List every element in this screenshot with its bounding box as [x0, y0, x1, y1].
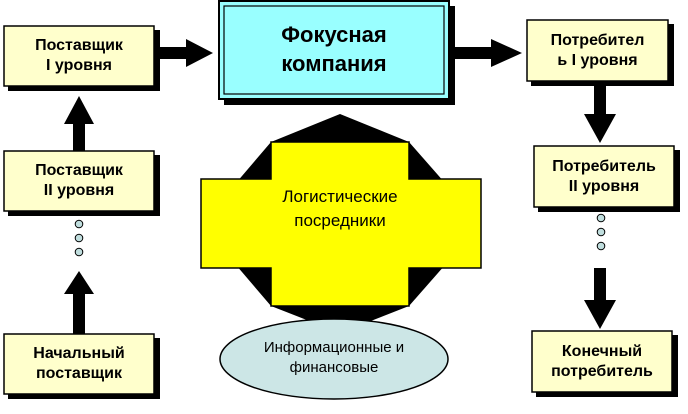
consumer-2-label: Потребитель II уровня — [552, 157, 656, 195]
dot-left-1 — [74, 219, 84, 229]
supplier-1-box — [3, 25, 155, 87]
consumer-2-box — [533, 145, 675, 208]
focus-company-box — [218, 0, 450, 100]
initial-supplier-label: Начальный поставщик — [33, 345, 125, 382]
arrows — [64, 39, 616, 334]
supplier-2-box — [3, 150, 155, 212]
arrow-to-final-consumer — [584, 268, 616, 329]
arrow-supplier-to-focus — [157, 39, 213, 67]
supplier-1-label: Поставщик I уровня — [35, 37, 123, 74]
continuation-dots — [74, 213, 606, 257]
dot-left-3 — [74, 247, 84, 257]
arrow-focus-to-consumer — [452, 39, 522, 67]
flows-ellipse — [219, 318, 449, 400]
dot-right-1 — [596, 213, 606, 223]
dot-left-2 — [74, 233, 84, 243]
dot-right-2 — [596, 227, 606, 237]
final-consumer-label: Конечный потребитель — [551, 342, 653, 380]
arrow-consumer1-to-consumer2 — [584, 84, 616, 143]
flows-label: Информационные и финансовые — [263, 338, 405, 376]
arrow-supplier2-to-supplier1 — [64, 96, 94, 151]
arrow-initial-supplier-up — [64, 271, 94, 334]
focus-company-label: Фокусная компания — [281, 22, 387, 76]
consumer-1-box — [526, 19, 669, 82]
dot-right-3 — [596, 241, 606, 251]
final-consumer-box — [531, 330, 673, 393]
supplier-2-label: Поставщик II уровня — [35, 162, 123, 199]
focus-company-inner-border — [223, 5, 445, 95]
intermediaries-cross-shape — [200, 141, 482, 307]
intermediaries-label: Логистические посредники — [282, 187, 398, 230]
consumer-1-label: Потребител ь I уровня — [550, 31, 645, 69]
